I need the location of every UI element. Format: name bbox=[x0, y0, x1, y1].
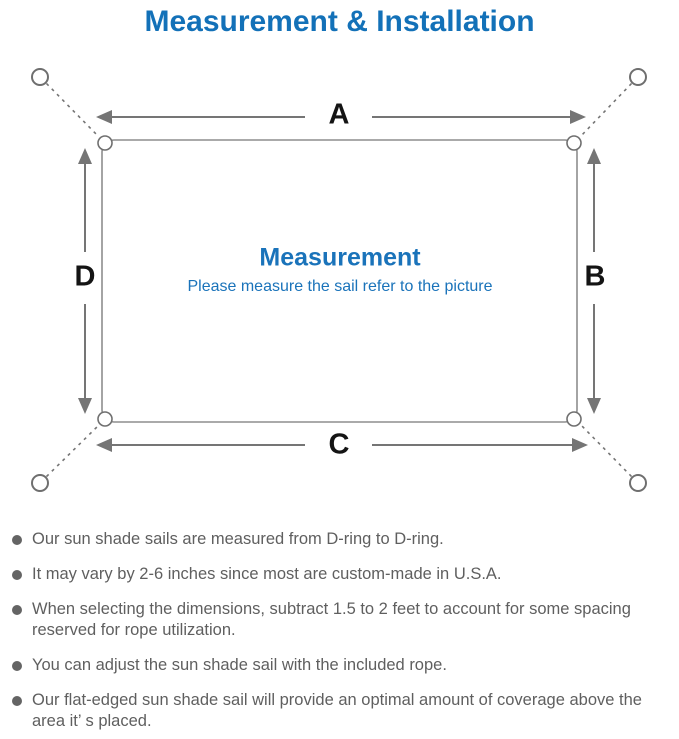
anchor-point-top-right bbox=[629, 68, 647, 86]
note-text: You can adjust the sun shade sail with t… bbox=[32, 656, 447, 674]
note-text: When selecting the dimensions, subtract … bbox=[32, 600, 631, 639]
bullet-icon bbox=[12, 696, 22, 706]
rope-dashed-line-top-right bbox=[579, 82, 633, 138]
note-text: Our sun shade sails are measured from D-… bbox=[32, 530, 444, 548]
anchor-point-bottom-right bbox=[629, 474, 647, 492]
d-ring-bottom-right bbox=[566, 411, 582, 427]
list-item: It may vary by 2-6 inches since most are… bbox=[10, 564, 671, 585]
sail-outline bbox=[101, 139, 578, 423]
bullet-icon bbox=[12, 535, 22, 545]
list-item: Our flat-edged sun shade sail will provi… bbox=[10, 690, 671, 732]
anchor-point-bottom-left bbox=[31, 474, 49, 492]
rope-dashed-line-bottom-right bbox=[580, 424, 633, 478]
sail-diagram-graphic bbox=[31, 68, 647, 492]
list-item: You can adjust the sun shade sail with t… bbox=[10, 655, 671, 676]
diagram-subheading: Please measure the sail refer to the pic… bbox=[187, 278, 493, 295]
d-ring-top-right bbox=[566, 135, 582, 151]
note-text: Our flat-edged sun shade sail will provi… bbox=[32, 691, 642, 730]
rope-dashed-line-top-left bbox=[45, 82, 100, 138]
d-ring-top-left bbox=[97, 135, 113, 151]
dimension-label-b: B bbox=[584, 260, 606, 293]
diagram-heading: Measurement bbox=[259, 243, 421, 272]
list-item: Our sun shade sails are measured from D-… bbox=[10, 529, 671, 550]
list-item: When selecting the dimensions, subtract … bbox=[10, 599, 671, 641]
dimension-label-a: A bbox=[328, 98, 350, 131]
anchor-point-top-left bbox=[31, 68, 49, 86]
sail-measurement-diagram: A B C D Measurement Please measure the s… bbox=[0, 55, 679, 525]
bullet-icon bbox=[12, 570, 22, 580]
bullet-icon bbox=[12, 661, 22, 671]
bullet-icon bbox=[12, 605, 22, 615]
d-ring-bottom-left bbox=[97, 411, 113, 427]
dimension-label-d: D bbox=[74, 260, 96, 293]
page-title: Measurement & Installation bbox=[144, 5, 535, 38]
note-text: It may vary by 2-6 inches since most are… bbox=[32, 565, 502, 583]
dimension-label-c: C bbox=[328, 428, 350, 461]
notes-list: Our sun shade sails are measured from D-… bbox=[0, 525, 679, 732]
rope-dashed-line-bottom-left bbox=[45, 424, 100, 478]
